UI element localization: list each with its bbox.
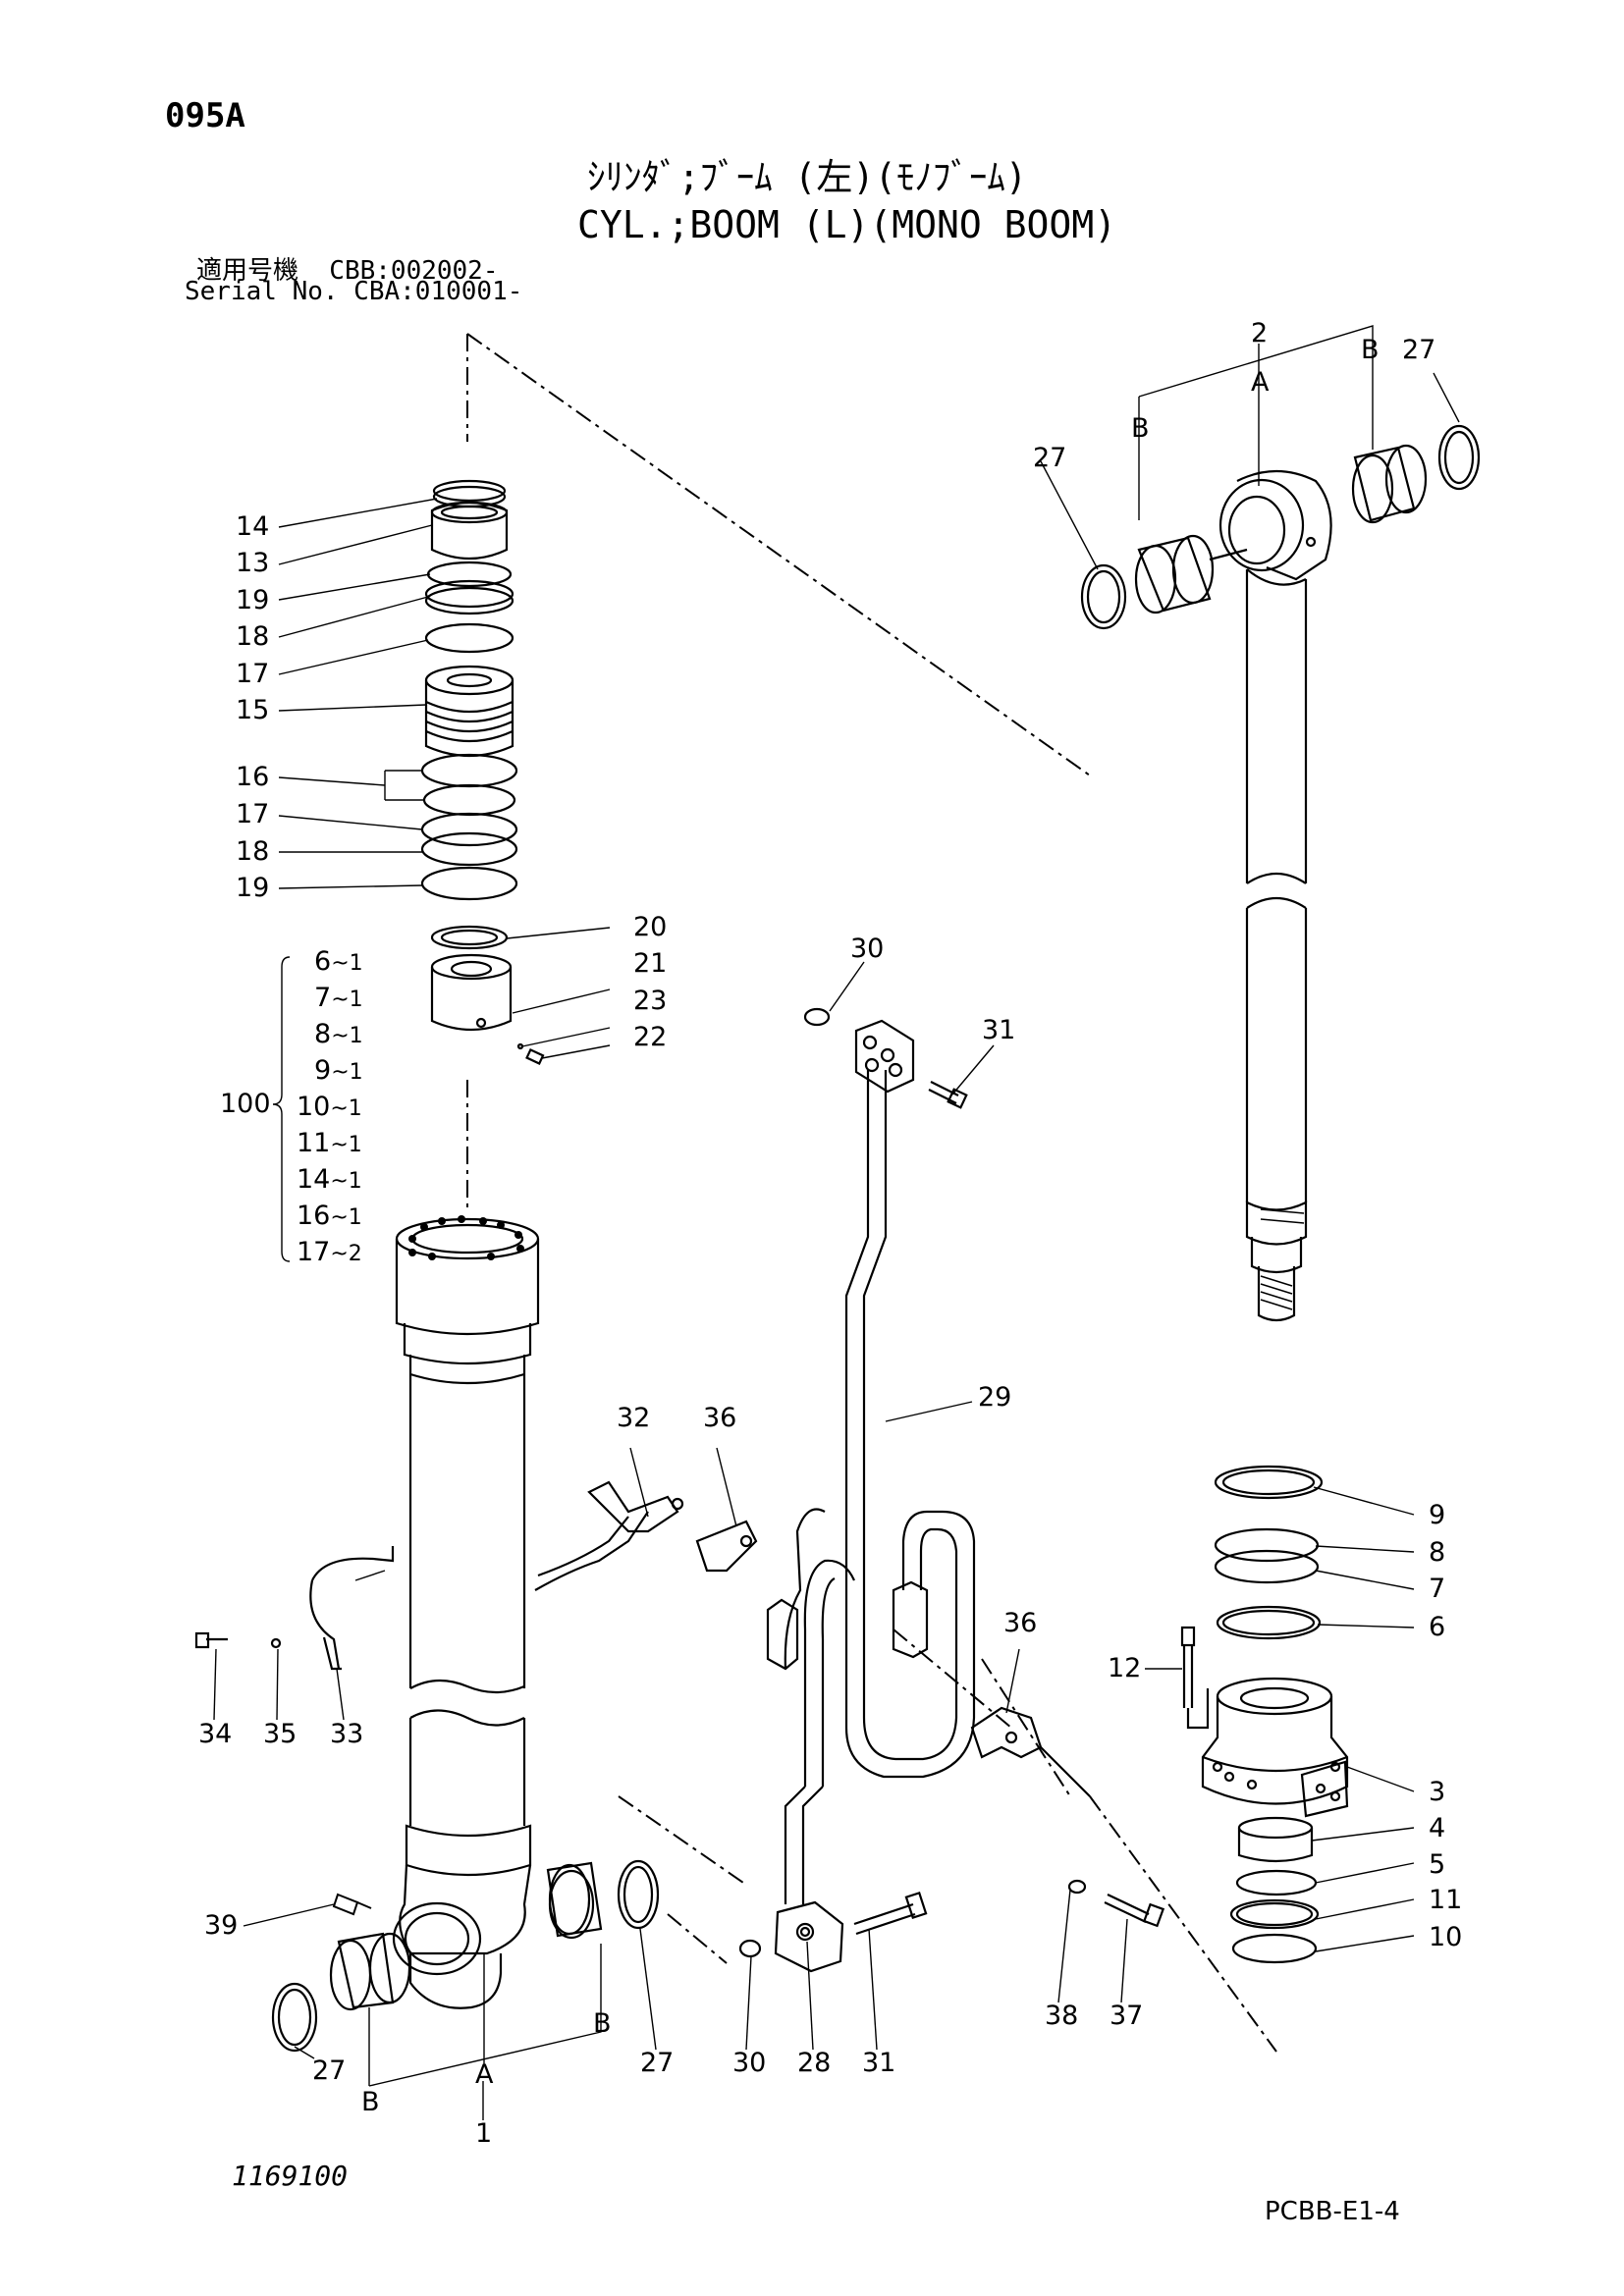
callout-15: 15 <box>236 695 269 725</box>
callout-29: 29 <box>978 1382 1011 1413</box>
callout-1: 1 <box>475 2118 492 2149</box>
callout-28: 28 <box>797 2048 831 2078</box>
callout-32: 32 <box>617 1403 650 1433</box>
callout-2: 2 <box>1251 318 1268 348</box>
callout-39: 39 <box>204 1910 238 1941</box>
callout-13: 13 <box>236 548 269 578</box>
title-japanese: ｼﾘﾝﾀﾞ;ﾌﾞｰﾑ (左)(ﾓﾉﾌﾞｰﾑ) <box>587 156 1028 198</box>
callout-36: 36 <box>1003 1608 1037 1638</box>
rod-seal-stack <box>420 479 545 1065</box>
kit-item: 7~1 <box>314 983 363 1013</box>
pipe-flange-bottom <box>738 1891 928 1973</box>
flange-bolt-holes <box>408 1215 524 1260</box>
leader-lines-center <box>213 961 1128 2059</box>
callout-30-top: 30 <box>850 934 884 964</box>
callout-b-bottom-right: B <box>593 2008 612 2039</box>
callout-5: 5 <box>1429 1849 1445 1880</box>
kit-item: 11~1 <box>297 1128 362 1158</box>
callout-10: 10 <box>1429 1922 1462 1952</box>
kit-item: 9~1 <box>314 1055 363 1086</box>
callout-3: 3 <box>1429 1777 1445 1807</box>
cylinder-tube <box>392 1217 540 2009</box>
callout-19: 19 <box>236 873 269 903</box>
callout-4: 4 <box>1429 1813 1445 1843</box>
callout-a-top: A <box>1251 367 1270 398</box>
kit-label: 100 <box>220 1089 271 1119</box>
callout-17: 17 <box>236 799 269 829</box>
kit-item: 16~1 <box>297 1201 362 1231</box>
callout-9: 9 <box>1429 1500 1445 1530</box>
callout-b-top-left: B <box>1131 413 1150 444</box>
grease-fitting <box>332 1893 372 1916</box>
cylinder-head-parts <box>970 1465 1349 1964</box>
callout-11: 11 <box>1429 1885 1462 1915</box>
center-lines <box>466 333 1277 2053</box>
callout-33: 33 <box>330 1719 363 1749</box>
callout-b-bottom-left: B <box>361 2087 380 2117</box>
kit-item: 10~1 <box>297 1092 362 1122</box>
callout-27-bottom-mid: 27 <box>640 2048 674 2078</box>
callout-14: 14 <box>236 511 269 542</box>
callout-21: 21 <box>633 948 667 979</box>
callout-12: 12 <box>1108 1653 1141 1683</box>
page-code: 095A <box>165 96 245 135</box>
leader-lines-left <box>278 498 611 1059</box>
kit-list: 100 6~1 7~1 8~1 9~1 10~1 11~1 14~1 16~1 … <box>220 946 363 1267</box>
assembly-brackets-bottom <box>368 1944 602 2120</box>
bottom-pin-bushings <box>271 1859 660 2053</box>
leader-lines-right <box>1145 1486 1415 1952</box>
callout-23: 23 <box>633 986 667 1016</box>
callout-30-bottom: 30 <box>732 2048 766 2078</box>
hose-clamps <box>194 1480 758 1671</box>
callout-17: 17 <box>236 659 269 689</box>
callout-8: 8 <box>1429 1537 1445 1568</box>
callout-38: 38 <box>1045 2001 1078 2031</box>
hydraulic-pipe <box>766 1070 976 1904</box>
assembly-brackets-top <box>1040 325 1460 570</box>
callout-31-bottom: 31 <box>862 2048 895 2078</box>
applicable-model-line: 適用号機 CBB:002002- <box>196 256 499 286</box>
callout-27-top-left: 27 <box>1033 443 1066 473</box>
serial-number-line: Serial No. CBA:010001- <box>185 277 523 306</box>
callout-19: 19 <box>236 585 269 615</box>
callout-6: 6 <box>1429 1612 1445 1642</box>
callout-labels: 14 13 19 18 17 15 16 17 18 19 20 21 23 2… <box>198 318 1462 2149</box>
kit-item: 14~1 <box>297 1164 362 1195</box>
callout-36: 36 <box>703 1403 736 1433</box>
callout-a-bottom: A <box>475 2059 494 2090</box>
callout-22: 22 <box>633 1022 667 1052</box>
callout-16: 16 <box>236 762 269 792</box>
callout-35: 35 <box>263 1719 297 1749</box>
callout-18: 18 <box>236 621 269 652</box>
callout-27-top-right: 27 <box>1402 335 1435 365</box>
rod-end-hatching <box>1260 1208 1305 1310</box>
callout-7: 7 <box>1429 1574 1445 1604</box>
callout-b-top-right: B <box>1361 335 1380 365</box>
kit-item: 6~1 <box>314 946 363 977</box>
title-english: CYL.;BOOM (L)(MONO BOOM) <box>577 203 1117 246</box>
kit-bracket <box>272 956 291 1262</box>
callout-27-bottom-left: 27 <box>312 2056 346 2086</box>
kit-item: 8~1 <box>314 1019 363 1049</box>
callout-37: 37 <box>1110 2001 1143 2031</box>
callout-34: 34 <box>198 1719 232 1749</box>
callout-31-top: 31 <box>982 1015 1015 1045</box>
drawing-number: 1169100 <box>232 2160 349 2192</box>
piston-rod <box>1218 469 1332 1322</box>
callout-20: 20 <box>633 912 667 942</box>
page-reference: PCBB-E1-4 <box>1265 2197 1400 2226</box>
rod-pin-bushings <box>1080 424 1481 630</box>
callout-18: 18 <box>236 836 269 867</box>
kit-item: 17~2 <box>297 1237 362 1267</box>
